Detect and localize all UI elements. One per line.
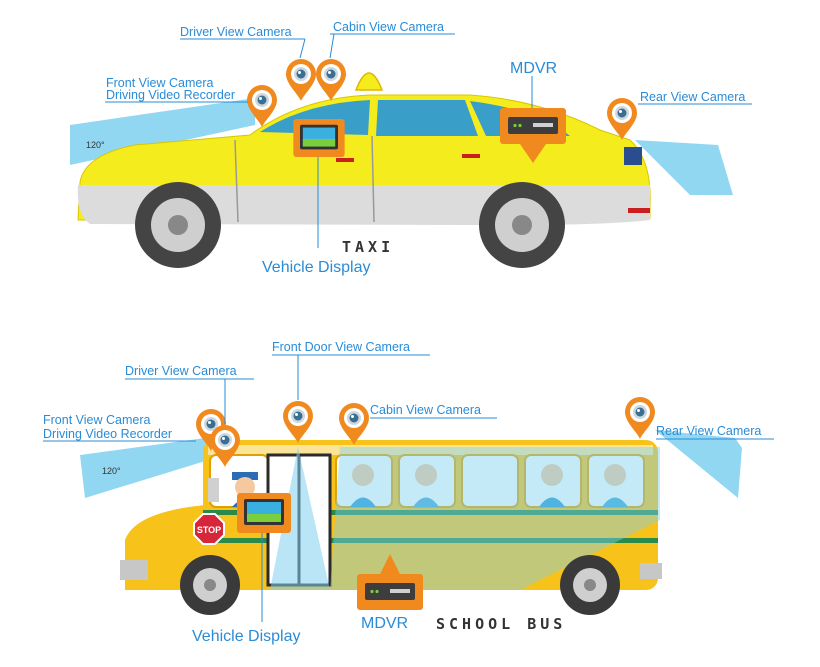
- bus-front-wheel: [180, 555, 240, 615]
- taxi-cabin-view-camera-label: Cabin View Camera: [333, 20, 444, 34]
- taxi-rear-wheel: [479, 182, 565, 268]
- bus-stripe: [203, 510, 658, 515]
- taxi-scene: 120°: [70, 20, 752, 276]
- bus-rear-fov: [655, 430, 742, 498]
- taxi-rear-fov: [635, 140, 733, 195]
- taxi-front-fov: [70, 98, 255, 165]
- bus-front-door-view-camera-label: Front Door View Camera: [272, 340, 410, 354]
- bus-passengers: [350, 464, 628, 507]
- taxi-driver-camera-pin: [286, 59, 316, 101]
- bus-mirror: [208, 478, 219, 502]
- taxi-door-line-front: [234, 139, 239, 223]
- bus-cabin-camera-pin: [339, 403, 369, 445]
- bus-mdvr-icon: [357, 574, 423, 610]
- bus-vehicle-display-icon: [237, 493, 291, 533]
- bus-front-bumper: [120, 560, 148, 580]
- taxi-fov-angle: 120°: [86, 140, 105, 150]
- bus-driver-view-camera-label: Driver View Camera: [125, 364, 237, 378]
- bus-leader-lines: [43, 354, 774, 622]
- taxi-title: TAXI: [342, 238, 394, 256]
- bus-front-view-camera-label: Front View Camera: [43, 413, 150, 427]
- taxi-front-wheel: [135, 182, 221, 268]
- taxi-leader-lines: [105, 33, 752, 248]
- bus-door-camera-pin: [283, 401, 313, 443]
- bus-rear-bumper: [640, 563, 662, 579]
- bus-stop-sign: STOP: [193, 513, 225, 545]
- taxi-mdvr-pointer: [520, 144, 546, 163]
- taxi-driver-view-camera-label: Driver View Camera: [180, 25, 292, 39]
- taxi-vehicle-display-label: Vehicle Display: [262, 259, 371, 276]
- taxi-door-handle-rear: [462, 154, 480, 158]
- bus-rear-camera-pin: [625, 397, 655, 439]
- taxi-vehicle-display-icon: [293, 119, 345, 157]
- taxi-cabin-camera-pin: [316, 59, 346, 101]
- bus-scene: 120°: [43, 340, 774, 645]
- bus-title: SCHOOL BUS: [436, 615, 566, 633]
- svg-text:STOP: STOP: [197, 525, 221, 535]
- bus-vehicle-display-label: Vehicle Display: [192, 628, 301, 645]
- taxi-mdvr-label: MDVR: [510, 60, 557, 77]
- bus-rear-view-camera-label: Rear View Camera: [656, 424, 761, 438]
- taxi-door-line: [371, 135, 375, 223]
- bus-mdvr-pointer: [380, 554, 400, 574]
- taxi-rear-reflector: [628, 208, 650, 213]
- bus-door-fov: [270, 447, 330, 590]
- bus-fov-angle: 120°: [102, 466, 121, 476]
- bus-rear-wheel: [560, 555, 620, 615]
- bus-cabin-fov: [330, 447, 660, 590]
- taxi-roof-sign: [354, 72, 384, 91]
- taxi-rear-view-camera-label: Rear View Camera: [640, 90, 745, 104]
- bus-cabin-view-camera-label: Cabin View Camera: [370, 403, 481, 417]
- bus-front-fov: [80, 438, 215, 498]
- taxi-front-view-camera-label: Front View Camera: [106, 76, 213, 90]
- bus-roof-strip: [208, 445, 653, 455]
- bus-stripe-lower: [203, 538, 658, 543]
- taxi-tail-light: [624, 147, 642, 165]
- bus-mdvr-label: MDVR: [361, 615, 408, 632]
- taxi-door-handle: [336, 158, 354, 162]
- taxi-driving-video-recorder-label: Driving Video Recorder: [106, 88, 235, 102]
- taxi-mdvr-icon: [500, 108, 566, 144]
- bus-driving-video-recorder-label: Driving Video Recorder: [43, 427, 172, 441]
